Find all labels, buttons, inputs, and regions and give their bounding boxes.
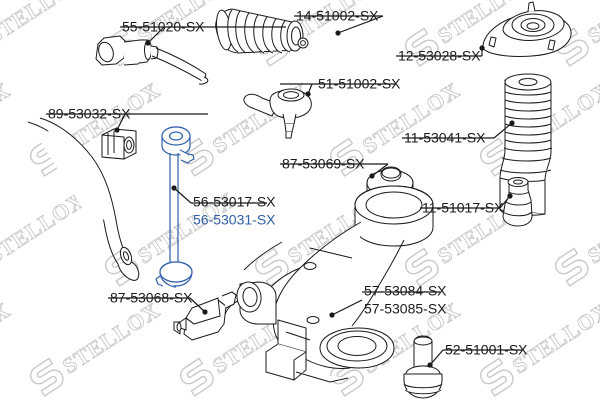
label-anchor-dot xyxy=(335,30,341,36)
watermark-logo-icon xyxy=(479,357,514,397)
part-stabilizer-link-highlighted[interactable] xyxy=(155,126,195,288)
part-label-l14[interactable]: 52-51001-SX xyxy=(427,341,528,368)
watermark-logo-icon xyxy=(29,357,64,397)
label-leader-line xyxy=(337,15,384,34)
label-anchor-dot xyxy=(369,173,375,179)
part-control-arm-front-bush[interactable] xyxy=(173,291,237,341)
part-number-text: 14-51002-SX xyxy=(296,7,379,23)
part-label-l8[interactable]: 11-51017-SX xyxy=(420,193,513,215)
label-leader-line xyxy=(147,26,165,44)
watermark-logo-icon xyxy=(554,247,589,287)
part-label-l9[interactable]: 56-53017-SX xyxy=(171,185,276,209)
label-leader-line xyxy=(173,187,192,204)
part-number-text: 87-53069-SX xyxy=(282,155,365,171)
part-label-l6[interactable]: 11-53041-SX xyxy=(402,120,515,145)
label-leader-line xyxy=(331,299,363,316)
part-number-text: 57-53084-SX xyxy=(364,282,447,298)
part-front-lower-control-arm[interactable] xyxy=(223,185,434,383)
label-anchor-dot xyxy=(507,193,513,199)
watermark-logo-icon xyxy=(329,357,364,397)
label-anchor-dot xyxy=(305,91,311,97)
watermark-logo-icon xyxy=(179,357,214,397)
part-label-l11[interactable]: 87-53068-SX xyxy=(108,289,208,315)
label-leader-line xyxy=(493,122,513,139)
part-tie-rod-axle-joint[interactable] xyxy=(95,35,209,85)
part-number-text: 57-53085-SX xyxy=(364,300,447,316)
label-anchor-dot xyxy=(329,312,335,318)
part-strut-top-mount[interactable] xyxy=(482,1,572,57)
part-label-l4[interactable]: 51-51002-SX xyxy=(280,75,401,97)
part-label-l2[interactable]: 14-51002-SX xyxy=(294,7,384,36)
part-tie-rod-end[interactable] xyxy=(243,88,312,139)
part-number-text: 87-53068-SX xyxy=(110,289,193,305)
label-leader-line xyxy=(429,349,444,366)
part-number-text: 52-51001-SX xyxy=(445,341,528,357)
label-leader-line xyxy=(189,297,206,313)
label-leader-line xyxy=(116,113,126,131)
part-number-text: 56-53017-SX xyxy=(193,193,276,209)
label-leader-line xyxy=(371,163,389,177)
part-stabilizer-bar[interactable] xyxy=(27,117,140,281)
label-anchor-dot xyxy=(479,45,485,51)
label-anchor-dot xyxy=(171,185,177,191)
label-anchor-dot xyxy=(509,120,515,126)
label-anchor-dot xyxy=(145,40,151,46)
part-label-l10[interactable]: 56-53031-SX xyxy=(193,211,276,227)
label-anchor-dot xyxy=(114,127,120,133)
part-label-l13[interactable]: 57-53085-SX xyxy=(364,300,447,316)
part-label-l1[interactable]: 55-51020-SX xyxy=(120,18,286,46)
part-number-text: 12-53028-SX xyxy=(398,47,481,63)
watermark-logo-icon xyxy=(404,27,439,67)
part-label-l5[interactable]: 89-53032-SX xyxy=(46,105,208,133)
part-label-l12[interactable]: 57-53084-SX xyxy=(329,282,447,318)
part-label-l7[interactable]: 87-53069-SX xyxy=(280,155,389,179)
part-number-text: 11-53041-SX xyxy=(404,129,486,145)
part-number-text: 51-51002-SX xyxy=(318,75,401,91)
label-anchor-dot xyxy=(202,309,208,315)
part-steering-gear-bellows-boot[interactable] xyxy=(214,8,309,54)
part-number-text: 89-53032-SX xyxy=(48,105,131,121)
part-number-text: 56-53031-SX xyxy=(193,211,276,227)
label-anchor-dot xyxy=(427,362,433,368)
part-number-text: 55-51020-SX xyxy=(122,18,205,34)
watermark-logo-icon xyxy=(404,247,439,287)
part-lower-ball-joint[interactable] xyxy=(403,335,443,399)
part-stabilizer-bar-bush[interactable] xyxy=(101,128,137,160)
part-label-l3[interactable]: 12-53028-SX xyxy=(396,45,485,63)
label-leader-line xyxy=(499,195,511,209)
part-bump-stop-buffer[interactable] xyxy=(502,177,533,227)
part-number-text: 11-51017-SX xyxy=(422,199,504,215)
